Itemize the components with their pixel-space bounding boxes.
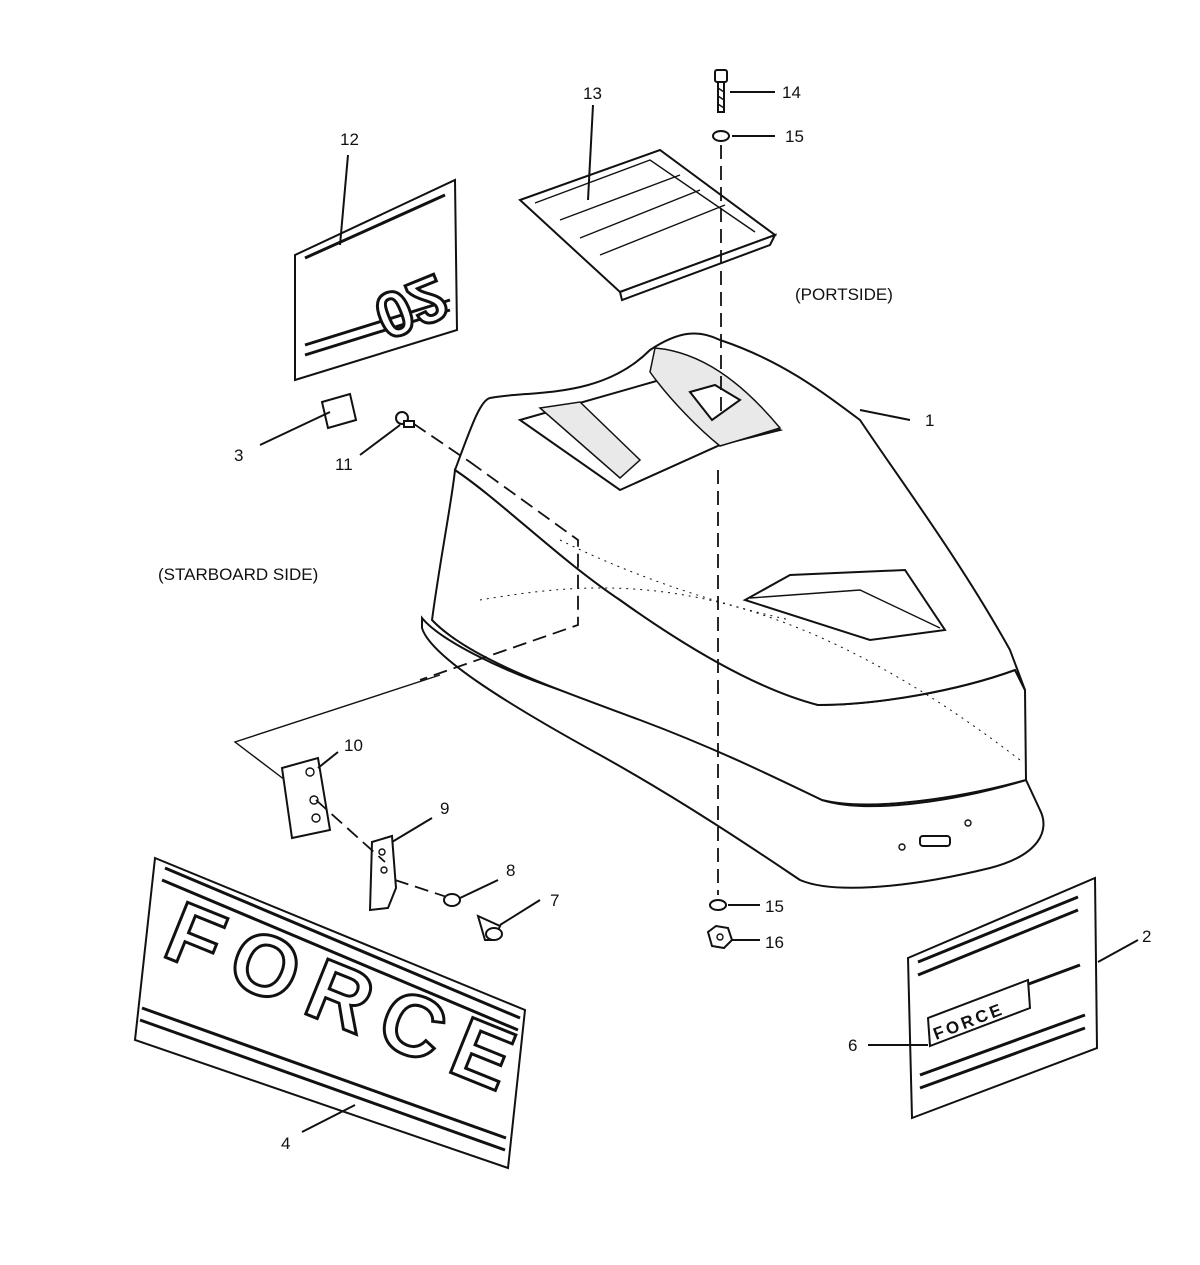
fastener-part-11	[395, 411, 415, 428]
callout-8: 8	[506, 861, 515, 880]
callout-13: 13	[583, 84, 602, 103]
assembly-line-bolt	[717, 145, 722, 895]
washer-part-15-bottom	[709, 899, 727, 911]
access-cover-part-13	[518, 148, 778, 302]
portside-label: (PORTSIDE)	[795, 285, 893, 304]
callout-15-top: 15	[785, 127, 804, 146]
bracket-part-10	[280, 756, 332, 840]
screw-part-7	[476, 914, 503, 941]
callout-1: 1	[925, 411, 934, 430]
bracket-outline	[233, 674, 441, 781]
engine-cover-part-1	[421, 332, 1045, 889]
brand-decal-part-4: FORCE	[133, 856, 544, 1170]
latch-plate-part-9	[368, 834, 398, 912]
washer-part-15-top	[712, 130, 730, 142]
assembly-line-latch	[315, 799, 451, 899]
callout-3: 3	[234, 446, 243, 465]
callout-12: 12	[340, 130, 359, 149]
callout-9: 9	[440, 799, 449, 818]
washer-part-8	[443, 893, 461, 907]
callout-15-bottom: 15	[765, 897, 784, 916]
nut-part-16	[706, 924, 734, 950]
bolt-part-14	[714, 69, 728, 113]
number-decal-part-12: 02	[294, 178, 459, 382]
leader-lines	[259, 91, 1139, 1133]
callout-11: 11	[335, 455, 353, 474]
starboard-side-label: (STARBOARD SIDE)	[158, 565, 318, 584]
callout-7: 7	[550, 891, 559, 910]
callout-14: 14	[782, 83, 801, 102]
callout-10: 10	[344, 736, 363, 755]
assembly-line-fastener	[413, 423, 579, 681]
pad-part-3	[320, 392, 358, 430]
callout-6: 6	[848, 1036, 857, 1055]
callout-4: 4	[281, 1134, 290, 1153]
side-decal-part-2: FORCE	[906, 876, 1099, 1120]
callout-numbers: 14 15 13 12 1 3 11 10 9 8 7 15 16 2 6 4	[234, 83, 1151, 1153]
callout-2: 2	[1142, 927, 1151, 946]
callout-16: 16	[765, 933, 784, 952]
